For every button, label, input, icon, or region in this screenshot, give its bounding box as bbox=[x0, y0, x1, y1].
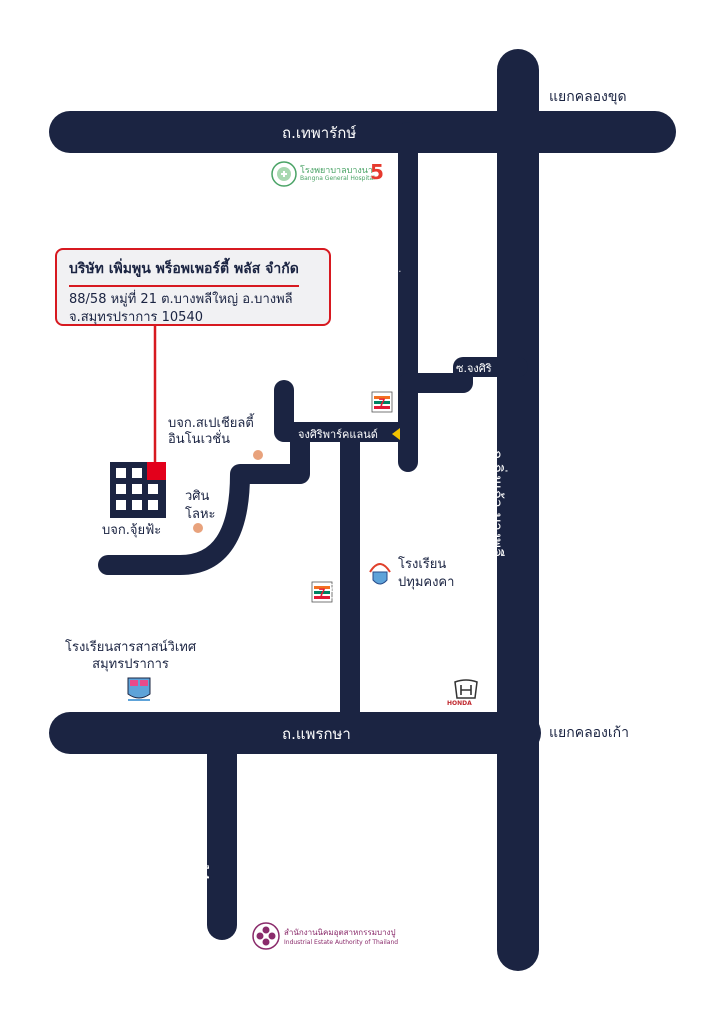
ieat-logo-icon bbox=[252, 922, 280, 950]
school-crest-icon bbox=[369, 563, 391, 585]
junction-khlong-kao: แยกคลองเก้า bbox=[549, 725, 630, 741]
junction-khlong-khut: แยกคลองขุด bbox=[549, 89, 627, 105]
seven-eleven-icon: 7 bbox=[311, 581, 333, 603]
road-label-soi-phraksa: ซ.แพรกษา bbox=[328, 548, 341, 600]
hospital-label: โรงพยาบาลบางนา Bangna General Hospital 5 bbox=[270, 160, 390, 190]
hospital-number: 5 bbox=[370, 160, 384, 184]
poi-dot-special-innovation bbox=[253, 450, 263, 460]
honda-label: HONDA bbox=[447, 700, 472, 707]
landmark-special-innovation: บจก.สเปเชียลตี้ อินโนเวชั่น bbox=[168, 416, 254, 448]
road-label-soi-jongsiri: ซ.จงศิริ bbox=[456, 362, 492, 375]
road-label-theparak: ถ.เทพารักษ์ bbox=[282, 124, 357, 142]
hospital-name-en: Bangna General Hospital bbox=[300, 175, 375, 182]
location-marker-icon bbox=[110, 462, 166, 518]
company-address-line1: 88/58 หมู่ที่ 21 ต.บางพลีใหญ่ อ.บางพลี bbox=[69, 292, 293, 307]
company-address-line2: จ.สมุทรปราการ 10540 bbox=[69, 309, 203, 325]
road-jongsiri-park bbox=[274, 380, 418, 442]
road-soi-jongsiri bbox=[398, 357, 528, 393]
svg-text:7: 7 bbox=[379, 396, 386, 410]
road-factory-access bbox=[98, 430, 310, 575]
hospital-logo-icon bbox=[271, 161, 297, 187]
hospital-name-th: โรงพยาบาลบางนา bbox=[300, 166, 373, 176]
road-label-kingkaew: ถ.กิ่งแก้ว-บางพลี bbox=[488, 450, 506, 558]
landmark-wasin: วศิน โลหะ bbox=[185, 489, 216, 522]
school-crest-icon bbox=[127, 677, 151, 701]
ieat-name-th: สำนักงานนิคมอุตสาหกรรมบางปู bbox=[284, 928, 396, 937]
road-label-praeksa: ถ.แพรกษา bbox=[282, 725, 351, 743]
road-label-soi-vertical: ซ.กิ่งเนตร bbox=[386, 255, 399, 303]
ieat-name-en: Industrial Estate Authority of Thailand bbox=[284, 939, 399, 946]
landmark-school-sarasas: โรงเรียนสารสาสน์วิเทศ สมุทรปราการ bbox=[65, 640, 197, 672]
company-name: บริษัท เพิ่มพูน พร็อพเพอร์ตี้ พลัส จำกัด bbox=[69, 258, 299, 287]
svg-text:7: 7 bbox=[319, 586, 326, 600]
landmark-juifa: บจก.จุ้ยฟ้ะ bbox=[102, 523, 162, 538]
poi-dot-wasin bbox=[193, 523, 203, 533]
arrow-icon bbox=[392, 428, 400, 440]
road-label-jongsiri-park: จงศิริพาร์คแลนด์ bbox=[298, 428, 378, 441]
company-info-box: บริษัท เพิ่มพูน พร็อพเพอร์ตี้ พลัส จำกัด… bbox=[55, 248, 331, 326]
landmark-school-pathum: โรงเรียน ปทุมคงคา bbox=[398, 557, 455, 590]
honda-logo-icon bbox=[454, 679, 478, 699]
road-label-praeksa14: ถ.แพรกษา 14 bbox=[195, 800, 210, 881]
seven-eleven-icon: 7 bbox=[371, 391, 393, 413]
